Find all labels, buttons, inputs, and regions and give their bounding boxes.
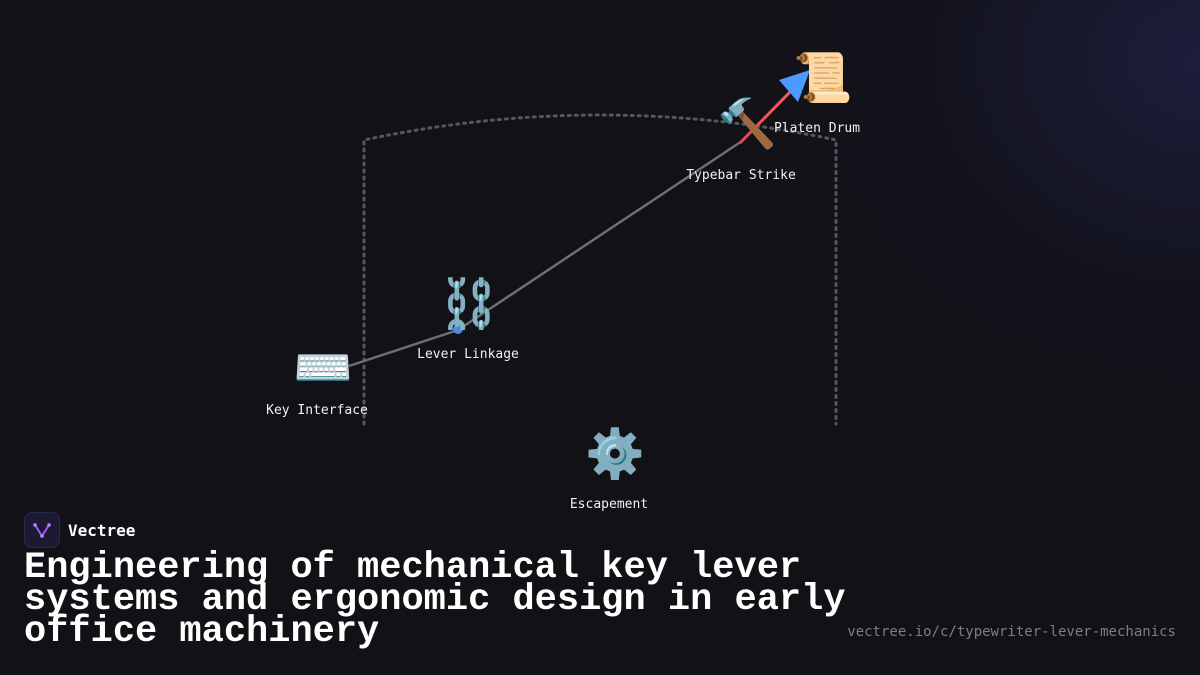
node-label-escapement: Escapement — [569, 497, 649, 512]
brand: Vectree — [24, 512, 135, 548]
node-label-lever-linkage: Lever Linkage — [417, 347, 519, 362]
node-label-typebar-strike: Typebar Strike — [686, 168, 796, 183]
chain-icon: ⛓️ — [439, 276, 499, 332]
node-label-platen-drum: Platen Drum — [773, 121, 861, 136]
page-title: Engineering of mechanical key lever syst… — [24, 547, 846, 653]
hammer-icon: 🔨 — [717, 96, 777, 152]
strike-arrow-shaft — [738, 90, 792, 145]
brand-name: Vectree — [68, 520, 136, 540]
connector-lever-to-typebar — [457, 139, 743, 332]
node-label-key-interface: Key Interface — [266, 403, 368, 418]
page-url[interactable]: vectree.io/c/typewriter-lever-mechanics — [847, 624, 1176, 640]
strike-arrow-head — [779, 70, 810, 102]
connector-key-to-lever — [348, 328, 459, 368]
vectree-logo-icon — [24, 512, 60, 548]
frame-boundary — [362, 113, 838, 426]
linkage-joint — [453, 324, 463, 334]
keyboard-icon: ⌨️ — [293, 340, 353, 396]
scroll-icon: 📜 — [793, 50, 853, 106]
gear-icon: ⚙️ — [585, 426, 645, 482]
